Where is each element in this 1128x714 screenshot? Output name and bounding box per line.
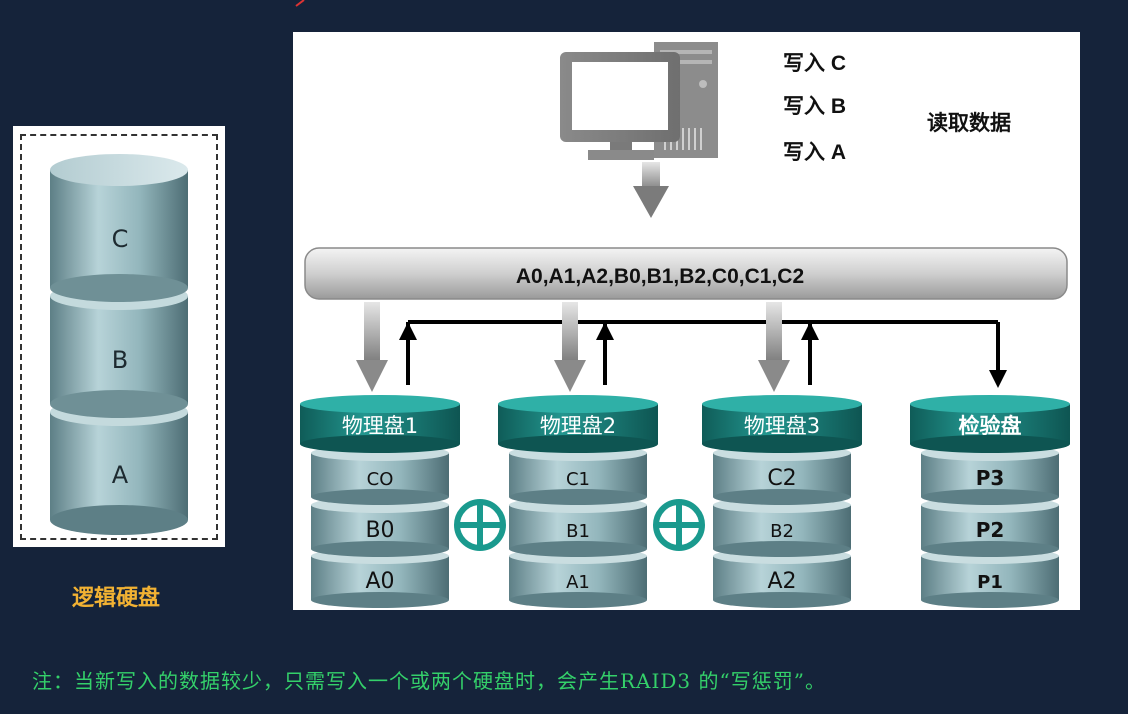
disk-block-label: B0	[365, 518, 394, 543]
disk-block-bottom	[311, 541, 449, 557]
logical-disk-label: 逻辑硬盘	[72, 586, 161, 611]
bus-to-disk1-arrow	[356, 302, 388, 392]
panel-border	[20, 134, 218, 540]
parity-path	[406, 320, 1000, 385]
disk-cap-top	[910, 395, 1070, 413]
data-bus	[304, 247, 1068, 300]
disk-block-bottom	[509, 592, 647, 608]
physical-disk-4: P1 P2 P3 检验盘	[910, 395, 1070, 608]
disk-cap-top	[702, 395, 862, 413]
disk-block-label: P2	[976, 518, 1005, 542]
parity-arrowheads	[399, 322, 1007, 388]
disk-block-label: B2	[770, 521, 794, 542]
bus-to-disk2-arrow	[554, 302, 586, 392]
disk-block-label: CO	[367, 469, 394, 490]
physical-disk-2: A1 B1 C1 物理盘2	[498, 395, 658, 608]
disk-cap-bottom	[300, 435, 460, 453]
disk-block-label: A0	[365, 569, 394, 594]
xor-icon-1	[454, 499, 506, 551]
physical-disk-3: A2 B2 C2 物理盘3	[702, 395, 862, 608]
logical-disk-cylinder	[50, 154, 188, 535]
logical-segment-b: B	[112, 346, 128, 374]
disk-cap-bottom	[910, 435, 1070, 453]
physical-disk-1: A0 B0 CO 物理盘1	[300, 395, 460, 608]
logical-segment-c: C	[112, 225, 129, 253]
disk-cap-bottom	[498, 435, 658, 453]
disk-block-bottom	[921, 592, 1059, 608]
computer-icon	[560, 42, 718, 160]
disk-block-bottom	[921, 489, 1059, 505]
disk-title: 物理盘2	[540, 414, 616, 438]
write-op-c: 写入 C	[783, 52, 846, 75]
disk-block-bottom	[509, 489, 647, 505]
disk-block-bottom	[713, 592, 851, 608]
pencil-icon	[295, 0, 305, 7]
disk-title: 物理盘1	[342, 414, 418, 438]
disk-block-label: P1	[977, 572, 1003, 593]
bus-to-disk3-arrow	[758, 302, 790, 392]
computer-down-arrow	[633, 162, 669, 218]
disk-block-label: P3	[976, 466, 1005, 490]
disk-cap-top	[300, 395, 460, 413]
footnote: 注：当新写入的数据较少，只需写入一个或两个硬盘时，会产生RAID3 的“写惩罚”…	[32, 669, 826, 693]
disk-title: 检验盘	[959, 414, 1022, 438]
disk-block-bottom	[921, 541, 1059, 557]
disk-block-label: C2	[767, 466, 796, 491]
disk-block-label: A2	[767, 569, 796, 594]
xor-icon-2	[653, 499, 705, 551]
disk-block-bottom	[311, 489, 449, 505]
disk-block-label: C1	[566, 469, 590, 490]
read-data-label: 读取数据	[927, 112, 1011, 135]
disk-block-bottom	[713, 489, 851, 505]
disk-block-bottom	[509, 541, 647, 557]
bus-label: A0,A1,A2,B0,B1,B2,C0,C1,C2	[516, 265, 804, 288]
disk-block-label: B1	[566, 521, 590, 542]
disk-block-bottom	[311, 592, 449, 608]
write-op-b: 写入 B	[783, 95, 846, 118]
disk-cap-top	[498, 395, 658, 413]
write-op-a: 写入 A	[783, 141, 846, 164]
logical-segment-a: A	[112, 461, 129, 489]
disk-title: 物理盘3	[744, 414, 820, 438]
disk-block-label: A1	[566, 572, 590, 593]
disk-cap-bottom	[702, 435, 862, 453]
disk-block-bottom	[713, 541, 851, 557]
